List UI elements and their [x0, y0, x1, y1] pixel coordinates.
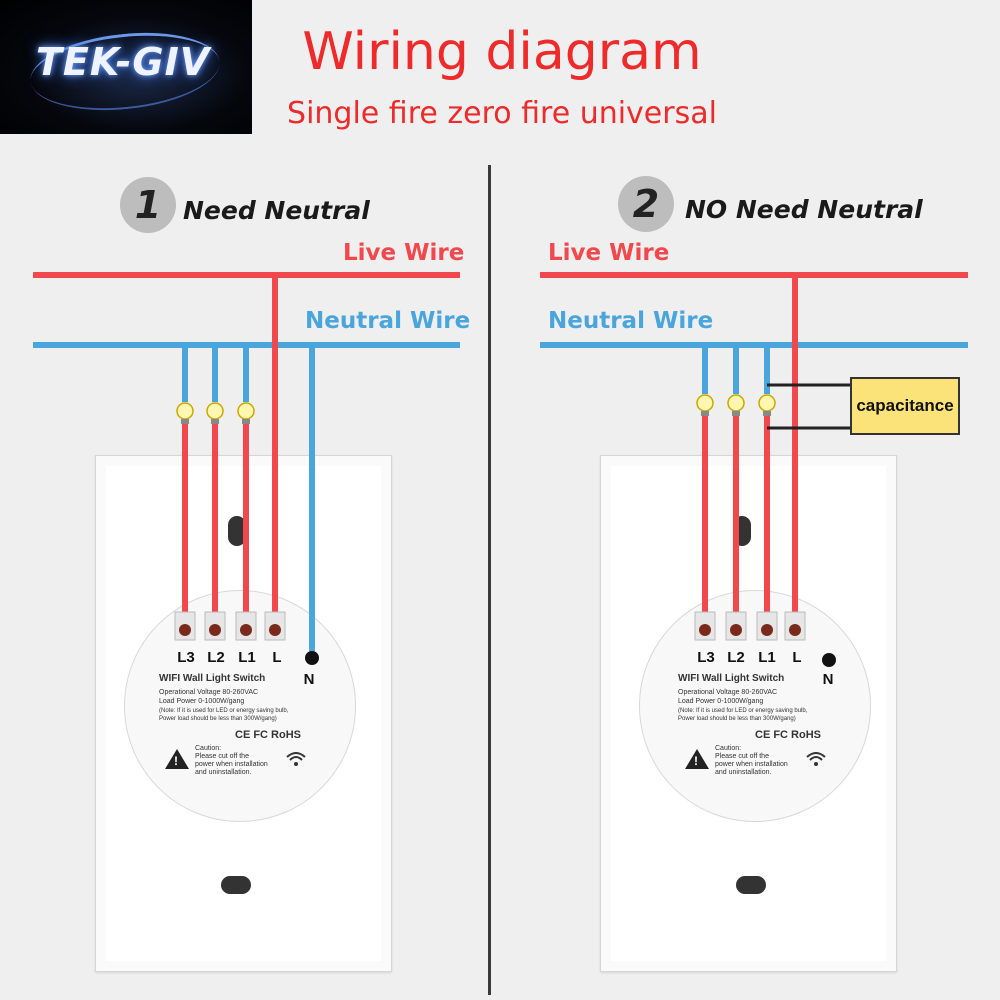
wifi-icon: [806, 752, 826, 766]
terminal-screws-left: [174, 611, 319, 665]
panel-divider: [488, 165, 491, 995]
terminal-label-l: L: [792, 649, 802, 666]
logo-text: TEK-GIV: [36, 40, 211, 84]
capacitor-leads: [767, 383, 850, 430]
caution-icon: [165, 749, 189, 769]
terminal-label-l: L: [272, 649, 282, 666]
terminal-label-l2: L2: [727, 649, 745, 666]
section-title-need-neutral: Need Neutral: [183, 196, 370, 225]
neutral-wire-label-left: Neutral Wire: [305, 308, 471, 334]
plate-slot-bottom: [221, 876, 251, 894]
terminal-label-n: N: [822, 671, 834, 688]
caution-line-2: power when installation: [195, 761, 268, 768]
neutral-wire-label-right: Neutral Wire: [548, 308, 714, 334]
module-note-1: (Note: If it is used for LED or energy s…: [678, 708, 808, 714]
plate-slot-top: [228, 516, 246, 546]
certification-marks: CE FC RoHS: [235, 729, 301, 741]
terminal-label-l3: L3: [177, 649, 195, 666]
terminal-label-l3: L3: [697, 649, 715, 666]
page-title: Wiring diagram: [302, 22, 702, 82]
certification-marks: CE FC RoHS: [755, 729, 821, 741]
wifi-icon: [286, 752, 306, 766]
module-voltage: Operational Voltage 80-260VAC: [159, 689, 259, 696]
terminal-label-n: N: [303, 671, 315, 688]
live-wire-label-right: Live Wire: [548, 240, 670, 266]
bulb-icon: [727, 394, 745, 416]
caution-line-2: power when installation: [715, 761, 788, 768]
section-title-no-need-neutral: NO Need Neutral: [685, 195, 923, 224]
caution-line-1: Please cut off the: [715, 753, 769, 760]
terminal-label-l1: L1: [758, 649, 776, 666]
terminal-label-l2: L2: [207, 649, 225, 666]
caution-title: Caution:: [195, 745, 222, 752]
caution-icon: [685, 749, 709, 769]
caution-line-1: Please cut off the: [195, 753, 249, 760]
caution-title: Caution:: [715, 745, 742, 752]
caution-line-3: and uninstallation.: [195, 769, 252, 776]
bulb-icon: [176, 402, 194, 424]
module-note-1: (Note: If it is used for LED or energy s…: [159, 708, 289, 714]
module-product-name: WIFI Wall Light Switch: [678, 673, 785, 684]
plate-slot-bottom: [736, 876, 766, 894]
step-number-2: 2: [618, 176, 674, 232]
module-note-2: Power load should be less than 300W/gang…: [678, 716, 796, 722]
bulb-icon: [206, 402, 224, 424]
brand-logo: TEK-GIV: [0, 0, 252, 134]
step-number-1: 1: [120, 177, 176, 233]
module-load: Load Power 0-1000W/gang: [159, 698, 245, 705]
module-load: Load Power 0-1000W/gang: [678, 698, 764, 705]
bulb-icon: [237, 402, 255, 424]
capacitance-box: capacitance: [850, 377, 960, 435]
module-note-2: Power load should be less than 300W/gang…: [159, 716, 277, 722]
bulb-icon: [696, 394, 714, 416]
terminal-screws-right: [694, 611, 836, 667]
module-voltage: Operational Voltage 80-260VAC: [678, 689, 778, 696]
bulb-icon: [758, 394, 776, 416]
live-wire-label-left: Live Wire: [343, 240, 465, 266]
switch-module-right: L3 L2 L1 L N WIFI Wall Light Switch Oper…: [639, 590, 871, 822]
terminal-label-l1: L1: [238, 649, 256, 666]
page-subtitle: Single fire zero fire universal: [287, 96, 717, 131]
module-product-name: WIFI Wall Light Switch: [159, 673, 266, 684]
caution-line-3: and uninstallation.: [715, 769, 772, 776]
